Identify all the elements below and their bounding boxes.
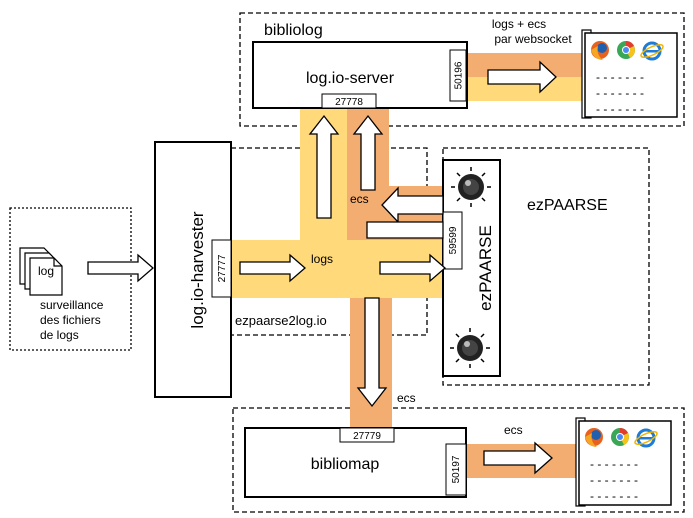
ie-icon	[634, 428, 658, 448]
ecs-middle-label: ecs	[350, 192, 369, 206]
port-bibliomap-ws-label: 50197	[451, 455, 462, 483]
logs-ecs-label: logs + ecs	[492, 17, 546, 31]
bibliolog-group	[239, 12, 685, 127]
gear-icon	[451, 167, 491, 207]
arrow-ecs-up	[352, 114, 384, 191]
port-bibliomap-ws	[445, 443, 467, 496]
ie-icon	[640, 41, 664, 61]
gear-icon	[450, 328, 490, 368]
port-bibliomap-top	[339, 427, 395, 443]
ezpaarse-box-label: ezPAARSE	[476, 225, 495, 311]
bibliomap-label: bibliomap	[311, 456, 380, 473]
port-harvester-label: 27777	[217, 254, 228, 282]
svg-text:- - - - - - -: - - - - - - -	[596, 86, 644, 100]
chrome-icon	[617, 41, 635, 59]
logio-server-label: log.io-server	[306, 70, 395, 87]
arrow-ws-to-browser	[487, 60, 557, 94]
firefox-icon	[585, 428, 603, 447]
arrow-ws-to-browser-bibliomap	[483, 441, 553, 475]
ezpaarse-group-label: ezPAARSE	[527, 197, 608, 214]
port-server-top-label: 27778	[335, 97, 363, 108]
arrow-logs-right	[239, 253, 306, 283]
ecs-down-label: ecs	[397, 391, 416, 405]
port-server-top	[321, 93, 377, 109]
port-harvester	[211, 239, 232, 298]
firefox-icon	[591, 41, 609, 60]
svg-text:- - - - - - -: - - - - - - -	[590, 473, 638, 487]
port-ezpaarse-label: 59599	[448, 226, 459, 254]
arrow-files-to-harvester	[87, 253, 154, 283]
ezpaarse2logio-label: ezpaarse2log.io	[235, 313, 327, 328]
bibliomap-group	[232, 407, 685, 513]
port-bibliomap-top-label: 27779	[353, 431, 381, 442]
browser-window-bottom: - - - - - - - - - - - - - - - - - - - - …	[575, 417, 672, 507]
arrow-ecs-left	[381, 186, 444, 224]
ezpaarse-group	[442, 147, 650, 386]
port-server-ws	[449, 49, 467, 102]
logio-harvester-label: log.io-harvester	[188, 211, 207, 329]
surveillance-line-1: surveillance	[40, 298, 104, 312]
log-file-icon	[19, 247, 63, 296]
arrow-ecs-down	[356, 297, 388, 408]
svg-text:- - - - - - -: - - - - - - -	[590, 489, 638, 503]
file-watch-group	[9, 207, 132, 351]
logs-flow-label: logs	[311, 252, 333, 266]
ecs-stub	[366, 221, 444, 239]
svg-text:- - - - - - -: - - - - - - -	[596, 102, 644, 116]
arrow-logs-to-ezpaarse	[379, 253, 446, 283]
surveillance-line-3: de logs	[40, 328, 79, 342]
browser-window-top: - - - - - - - - - - - - - - - - - - - - …	[581, 29, 678, 119]
chrome-icon	[611, 428, 629, 446]
par-websocket-label: par websocket	[494, 32, 572, 46]
arrow-logs-up	[308, 114, 340, 219]
surveillance-line-2: des fichiers	[40, 313, 101, 327]
svg-text:- - - - - - -: - - - - - - -	[590, 457, 638, 471]
port-server-ws-label: 50196	[454, 61, 465, 89]
ecs-bibliomap-label: ecs	[504, 423, 523, 437]
port-ezpaarse	[442, 211, 463, 270]
log-file-label: log	[38, 264, 54, 278]
svg-text:- - - - - - -: - - - - - - -	[596, 70, 644, 84]
bibliolog-label: bibliolog	[264, 22, 323, 39]
